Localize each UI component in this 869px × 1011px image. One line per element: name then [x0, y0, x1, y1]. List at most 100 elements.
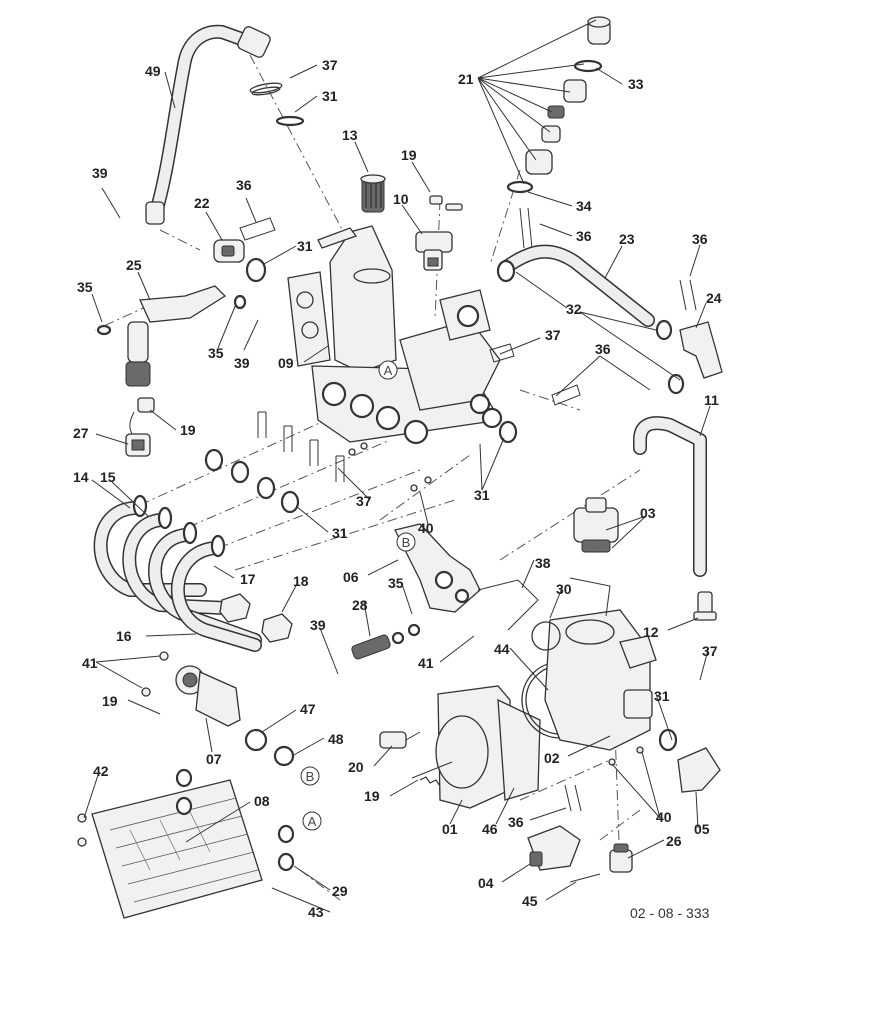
part-14-15-16-pipes — [93, 494, 262, 652]
part-label: 08 — [254, 793, 270, 809]
part-label: 31 — [297, 238, 313, 254]
part-label: 31 — [474, 487, 490, 503]
part-38-bracket — [477, 577, 611, 631]
part-label: 10 — [393, 191, 409, 207]
connector-label-A: A — [308, 814, 317, 829]
part-label: 16 — [116, 628, 132, 644]
part-label: 12 — [643, 624, 659, 640]
part-label: 37 — [356, 493, 372, 509]
part-36-clips — [239, 207, 697, 883]
part-label: 41 — [418, 655, 434, 671]
part-label: 39 — [310, 617, 326, 633]
part-label: 17 — [240, 571, 256, 587]
part-label: 32 — [566, 301, 582, 317]
part-label: 40 — [418, 520, 434, 536]
part-01-pump-motor — [411, 685, 541, 809]
part-label: 31 — [654, 688, 670, 704]
part-label: 36 — [576, 228, 592, 244]
part-27-sensor — [125, 397, 155, 457]
part-label: 09 — [278, 355, 294, 371]
part-37-clips — [257, 343, 515, 482]
part-08-heat-exchanger — [77, 768, 295, 919]
part-label: 05 — [694, 821, 710, 837]
part-07-sensor-assembly — [141, 651, 295, 767]
part-label: 36 — [508, 814, 524, 830]
part-09-hydraulic-block — [287, 225, 503, 445]
part-label: 37 — [545, 327, 561, 343]
connector-marker-A-upper: A — [378, 360, 398, 380]
part-label: 41 — [82, 655, 98, 671]
part-label: 35 — [208, 345, 224, 361]
part-label: 03 — [640, 505, 656, 521]
part-label: 23 — [619, 231, 635, 247]
connector-label-B: B — [306, 769, 315, 784]
part-label: 40 — [656, 809, 672, 825]
part-label: 21 — [458, 71, 474, 87]
part-12-nipple — [693, 591, 717, 621]
part-label: 13 — [342, 127, 358, 143]
part-label: 44 — [494, 641, 510, 657]
part-label: 31 — [322, 88, 338, 104]
part-label: 26 — [666, 833, 682, 849]
part-label: 02 — [544, 750, 560, 766]
part-label: 11 — [704, 392, 719, 408]
part-label: 07 — [206, 751, 222, 767]
part-40-screws — [348, 442, 644, 766]
part-label: 19 — [102, 693, 118, 709]
part-21-valve-caps — [506, 16, 611, 194]
part-37-31-top-seals — [249, 82, 305, 127]
connector-label-A: A — [384, 363, 393, 378]
connector-marker-B-lower: B — [300, 766, 320, 786]
part-label: 35 — [388, 575, 404, 591]
part-02-pump-body — [521, 609, 657, 751]
part-20-connector — [379, 731, 421, 749]
connector-marker-A-lower: A — [302, 811, 322, 831]
part-49-flexible-hose — [145, 24, 271, 225]
part-label: 48 — [328, 731, 344, 747]
part-label: 47 — [300, 701, 316, 717]
part-label: 33 — [628, 76, 644, 92]
part-label: 18 — [293, 573, 309, 589]
part-04-drain-valve — [527, 825, 633, 873]
part-label: 27 — [73, 425, 89, 441]
part-label: 20 — [348, 759, 364, 775]
part-label: 45 — [522, 893, 538, 909]
part-label: 35 — [77, 279, 93, 295]
part-label: 37 — [702, 643, 718, 659]
part-23-pipe — [496, 244, 673, 341]
figure-code: 02 - 08 - 333 — [630, 905, 710, 921]
part-label: 38 — [535, 555, 551, 571]
connector-label-B: B — [402, 535, 411, 550]
part-label: 01 — [442, 821, 458, 837]
part-24-elbow-fitting — [667, 321, 723, 395]
part-label: 25 — [126, 257, 142, 273]
part-03-valve — [573, 497, 619, 553]
connector-marker-B-upper: B — [396, 532, 416, 552]
part-label: 22 — [194, 195, 210, 211]
part-label: 39 — [234, 355, 250, 371]
part-label: 24 — [706, 290, 722, 306]
part-label: 34 — [576, 198, 592, 214]
part-labels: 49 37 31 13 19 21 33 39 36 22 31 10 34 3… — [73, 57, 722, 920]
part-label: 19 — [364, 788, 380, 804]
part-label: 46 — [482, 821, 498, 837]
part-05-elbow — [658, 728, 721, 793]
part-10-sensor — [415, 231, 453, 271]
part-label: 19 — [401, 147, 417, 163]
part-label: 30 — [556, 581, 572, 597]
leader-lines — [83, 19, 711, 913]
part-label: 06 — [343, 569, 359, 585]
part-28-valve-insert — [351, 623, 421, 660]
part-label: 29 — [332, 883, 348, 899]
part-13-filter-cartridge — [360, 174, 386, 213]
part-label: 04 — [478, 875, 494, 891]
part-label: 36 — [595, 341, 611, 357]
part-label: 19 — [180, 422, 196, 438]
part-22-cap — [213, 239, 267, 283]
assembly-guide-lines — [94, 54, 641, 901]
part-18-flanges — [219, 593, 293, 643]
part-11-pipe — [633, 416, 707, 577]
part-label: 14 — [73, 469, 89, 485]
part-label: 36 — [236, 177, 252, 193]
